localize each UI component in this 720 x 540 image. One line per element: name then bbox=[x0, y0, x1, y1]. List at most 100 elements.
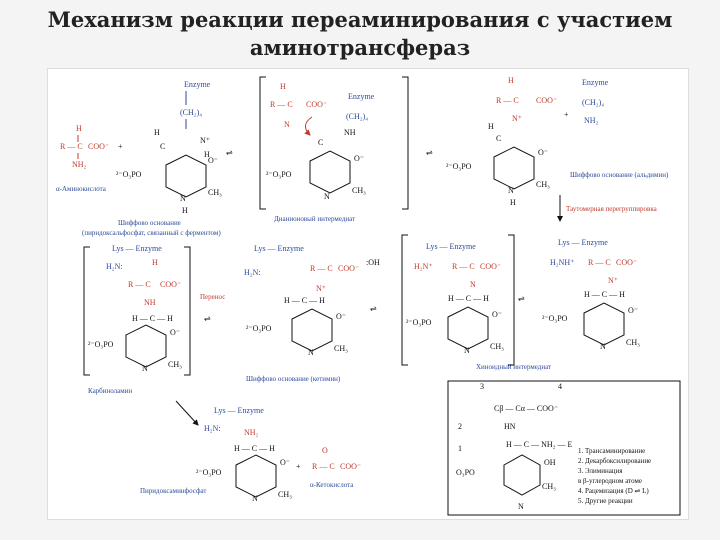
nh2-label: NH₂ bbox=[584, 116, 599, 125]
phosphate-label: ²⁻O₃PO bbox=[246, 324, 272, 333]
legend-item-2: 2. Декарбоксилирование bbox=[578, 457, 651, 465]
carbon-c: C bbox=[160, 142, 165, 151]
coo-label: COO⁻ bbox=[160, 280, 181, 289]
methyl-label: CH₃ bbox=[490, 342, 504, 351]
structure-aldimine-right: Lys — Enzyme H₂NH⁺ R — C COO⁻ N⁺ H — C —… bbox=[542, 238, 640, 351]
caption-dianion: Дианионовый интермедиат bbox=[274, 215, 355, 223]
bracket-right bbox=[184, 246, 191, 376]
structure-carbinolamine: Lys — Enzyme H₂N: H R — C COO⁻ NH H — C … bbox=[83, 244, 191, 395]
carbon-c: C bbox=[318, 138, 323, 147]
structure-amino-acid: H R — C COO⁻ NH₂ + α-Аминокислота bbox=[56, 124, 123, 193]
caption-alpha-amino-acid: α-Аминокислота bbox=[56, 185, 107, 193]
pyridine-ring bbox=[165, 154, 207, 198]
h-label: H bbox=[508, 76, 514, 85]
structure-quinonoid: Lys — Enzyme H₂N⁺ R — C COO⁻ N H — C — H… bbox=[401, 234, 551, 371]
h-c-h-label: H — C — H bbox=[234, 444, 275, 453]
methyl-label: CH₃ bbox=[334, 344, 348, 353]
pyridine-ring bbox=[309, 150, 351, 194]
chain-label: (CH₂)₄ bbox=[346, 112, 368, 121]
amino-acid-coo: COO⁻ bbox=[88, 142, 109, 151]
structure-dianion: H R — C COO⁻ Enzyme (CH₂)₄ N NH C O⁻ ²⁻O… bbox=[259, 76, 409, 223]
amino-acid-nh2: NH₂ bbox=[72, 160, 87, 169]
ring-nitrogen: N bbox=[308, 348, 314, 357]
electron-arrow bbox=[304, 116, 313, 136]
caption-quinonoid: Хиноидный интермедиат bbox=[476, 363, 551, 371]
n-plus: N⁺ bbox=[200, 136, 210, 145]
pyridine-ring bbox=[125, 324, 167, 368]
caption-carbinolamine: Карбиноламин bbox=[88, 387, 132, 395]
amino-acid-rc: R — C bbox=[60, 142, 83, 151]
oxide-label: O⁻ bbox=[336, 312, 346, 321]
plus-sign: + bbox=[118, 142, 123, 151]
lys-enzyme-label: Lys — Enzyme bbox=[254, 244, 304, 253]
lys-enzyme-label: Lys — Enzyme bbox=[112, 244, 162, 253]
methyl-label: CH₃ bbox=[626, 338, 640, 347]
oxide-label: O⁻ bbox=[538, 148, 548, 157]
methyl-label: CH₃ bbox=[542, 482, 556, 491]
hc-nh2-label: H — C — NH₂ — E bbox=[506, 440, 572, 449]
marker-2: 2 bbox=[458, 422, 462, 431]
rc-label: R — C bbox=[452, 262, 475, 271]
phosphate-label: ²⁻O₃PO bbox=[88, 340, 114, 349]
h-label: H bbox=[280, 82, 286, 91]
coo-label: COO⁻ bbox=[340, 462, 361, 471]
methyl-label: CH₃ bbox=[352, 186, 366, 195]
caption-schiff-base-sub: (пиридоксальфосфат, связанный с ферменто… bbox=[82, 229, 221, 237]
bracket-right bbox=[508, 234, 515, 366]
oh-label: OH bbox=[544, 458, 556, 467]
h2n-label: H₂N: bbox=[204, 424, 221, 433]
ring-nitrogen: N bbox=[180, 194, 186, 203]
h-c-h-label: H — C — H bbox=[448, 294, 489, 303]
legend-item-1: 1. Трансаминирование bbox=[578, 447, 645, 455]
amine-nh: NH bbox=[344, 128, 356, 137]
pyridine-ring bbox=[503, 454, 541, 496]
chain-label: (CH₂)₄ bbox=[180, 108, 202, 117]
h2n-label: H₂N: bbox=[106, 262, 123, 271]
title-line-1: Механизм реакции переаминирования с учас… bbox=[47, 7, 673, 32]
phosphate-label: O₃PO bbox=[456, 468, 475, 477]
h-label: H bbox=[510, 198, 516, 207]
rc-label: R — C bbox=[128, 280, 151, 289]
mechanism-panel: H R — C COO⁻ NH₂ + α-Аминокислота Enzyme… bbox=[47, 68, 689, 520]
nh2-label: NH₂ bbox=[244, 428, 259, 437]
h-c-h-label: H — C — H bbox=[284, 296, 325, 305]
oxide-label: O⁻ bbox=[280, 458, 290, 467]
lys-enzyme-label: Lys — Enzyme bbox=[558, 238, 608, 247]
coo-label: COO⁻ bbox=[536, 96, 557, 105]
o-label: O bbox=[322, 446, 328, 455]
hn-label: HN bbox=[504, 422, 516, 431]
caption-schiff-base-pyridoxal: Шиффово основание bbox=[118, 219, 181, 227]
chain-label: (CH₂)₄ bbox=[582, 98, 604, 107]
oxide-label: O⁻ bbox=[354, 154, 364, 163]
reaction-arrow bbox=[175, 400, 199, 426]
legend-frame bbox=[447, 380, 681, 516]
n-plus: N⁺ bbox=[512, 114, 522, 123]
plus-sign: + bbox=[564, 110, 569, 119]
rc-label: R — C bbox=[312, 462, 335, 471]
marker-1: 1 bbox=[458, 444, 462, 453]
structure-aldimine: H R — C COO⁻ Enzyme (CH₂)₄ NH₂ + N⁺ H C … bbox=[446, 76, 669, 207]
phosphate-label: ²⁻O₃PO bbox=[406, 318, 432, 327]
caption-ketimine: Шиффово основание (кетимин) bbox=[246, 375, 341, 383]
h-label: H bbox=[154, 128, 160, 137]
phosphate-label: ²⁻O₃PO bbox=[116, 170, 142, 179]
ring-nitrogen: N bbox=[142, 364, 148, 373]
methyl-label: CH₃ bbox=[278, 490, 292, 499]
h2n-label: H₂N: bbox=[244, 268, 261, 277]
rc-label: R — C bbox=[310, 264, 333, 273]
coo-label: COO⁻ bbox=[616, 258, 637, 267]
bracket-left bbox=[83, 246, 90, 376]
n-plus: N⁺ bbox=[316, 284, 326, 293]
methyl-label: CH₃ bbox=[168, 360, 182, 369]
pyridine-ring bbox=[291, 308, 333, 352]
h-c-h-label: H — C — H bbox=[584, 290, 625, 299]
carbon-c: C bbox=[496, 134, 501, 143]
h-label: H bbox=[76, 124, 82, 133]
lys-enzyme-label: Lys — Enzyme bbox=[214, 406, 264, 415]
h2n-plus-label: H₂N⁺ bbox=[414, 262, 433, 271]
ring-nitrogen: N bbox=[464, 346, 470, 355]
equilibrium-arrow: ⇌ bbox=[370, 304, 377, 313]
enzyme-label: Enzyme bbox=[184, 80, 211, 89]
rc-label: R — C bbox=[270, 100, 293, 109]
rc-label: R — C bbox=[496, 96, 519, 105]
